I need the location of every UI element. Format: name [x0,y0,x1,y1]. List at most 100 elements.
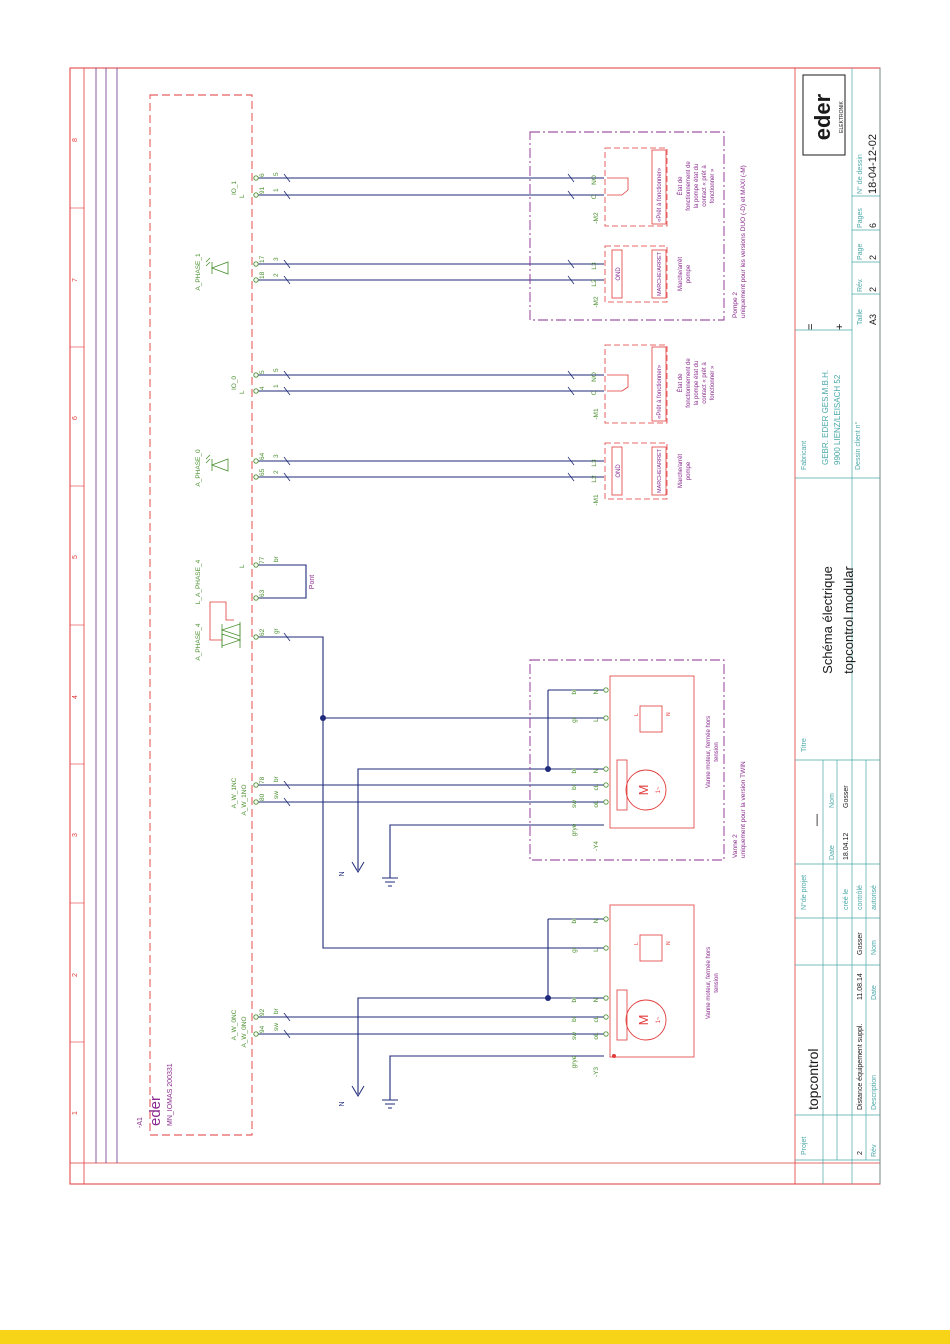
terminal-18: 18 [259,271,266,279]
terminal-6: 6 [259,173,266,177]
terminal-numbers: 91 6 18 17 4 5 65 64 77 63 62 80 78 94 9… [259,173,266,1033]
module-a1-box [149,94,253,1136]
grid-label-1: 1 [72,1111,79,1115]
label-io0: IO_0 [231,376,238,390]
wire-1: 1 [273,188,280,192]
eder-logo-icon [802,74,846,156]
desc-value: Distance équipement suppl. [857,1024,864,1110]
label-lphase4: L_A_PHASE_4 [195,559,202,604]
ground-icon [382,877,398,1109]
wire-bl: bl [571,689,578,695]
m1-ready-label-box [651,346,667,422]
wire-gr: gr [571,716,578,723]
m2-ready-label: «Prêt à fonctionner» [657,167,663,222]
label-L: L [239,390,246,394]
label-L: L [239,564,246,568]
projet-value: topcontrol [805,1049,821,1110]
label-C: C [591,194,598,199]
valve1-terminals [603,916,609,1037]
wire-br: br [273,555,280,562]
etat-line-1: État de [677,373,684,393]
wire-br: br [571,783,578,790]
terminal-63: 63 [259,589,266,597]
terminal-78: 78 [259,776,266,784]
junction-dot [545,995,551,1001]
nprojet-value: — [809,814,823,826]
label-N: N [593,997,600,1002]
wire-bl: bl [571,997,578,1003]
controle-label: contrôlé [857,885,864,910]
label-C: C [591,390,598,395]
label-L2: L2 [591,475,598,483]
date-label: Date [829,845,836,860]
label-cL: cL [593,1015,600,1022]
relay-N: N [666,941,672,945]
m2-marche: MARCHE/ARRET [657,251,663,296]
label-L: L [593,948,600,952]
etat-line-5: fonctionner » [710,365,716,400]
neutral-label: N [339,871,346,876]
label-L: L [593,718,600,722]
m1-contact [607,374,629,392]
m1-ready-box [604,344,668,424]
wire-3: 3 [273,454,280,458]
neutral-label: N [339,1101,346,1106]
junction-dot [320,715,326,721]
m1-ond-box [611,446,623,496]
valve2-title: Vanne 2 [732,834,739,858]
wire-sw: sw [571,1032,578,1040]
title-block-values: topcontrol — Schéma électrique topcontro… [805,134,879,1155]
valve1-motor-note-2: tension [714,973,720,992]
plus-symbol: + [834,324,846,330]
terminal-80: 80 [259,793,266,801]
grid-label-5: 5 [72,555,79,559]
label-phase1: A_PHASE_1 [195,253,202,291]
m2-contact [607,177,629,196]
m2-contact-labels: NO C -M2 [591,175,600,223]
etat-line-4: contact « prêt à [702,362,708,404]
label-L3: L3 [591,459,598,467]
wire-bl: bl [571,768,578,774]
cree-nom: Gosser [843,785,850,808]
label-w1nc: A_W_1NC [231,777,238,808]
triac-icon [220,622,242,648]
m2-marche-box [651,249,667,299]
label-oL: oL [593,800,600,808]
motor-M: M [636,1015,651,1026]
label-w0no: A_W_0NO [241,1016,248,1047]
valve1-actuator-box [609,904,695,1058]
valve1-switch-box [616,989,628,1041]
m1-ref: -M1 [593,494,600,506]
valve2-switch-box [616,759,628,811]
terminal-92: 92 [259,1008,266,1016]
titre-line-2: topcontrol modular [841,565,856,673]
motor-sub: 1~ [656,786,662,793]
valve2-motor-note-2: tension [714,742,720,761]
terminal-62: 62 [259,628,266,636]
nom-label: Nom [871,940,878,955]
valve2-terminal-labels: N L N cL oL -Y4 bl gr bl br sw grye [571,689,600,851]
fabricant-line-1: GEBR. EDER GES.M.B.H. [821,370,830,465]
nom-label: Nom [829,793,836,808]
valve2-relay-coil [639,705,663,733]
nom-value: Gosser [857,932,864,955]
page-label: Page [857,244,864,260]
wire-2: 2 [273,470,280,474]
wire-sw: sw [273,1023,280,1031]
rev2-value: 2 [868,287,878,292]
grid-label-7: 7 [72,278,79,282]
m1-control-labels: L3 L2 -M1 [591,459,600,506]
etat-line-2: fonctionnement de [686,358,692,408]
titre-line-1: Schéma électrique [820,566,835,674]
valve1-motor-note-1: Vanne moteur, fermée hors [706,947,712,1019]
valve1-motor-icon [625,999,667,1041]
bottom-accent-bar [0,1330,950,1344]
terminal-94: 94 [259,1025,266,1033]
motor-sub: 1~ [656,1016,662,1023]
wire-sw: sw [571,800,578,808]
logo-text: eder [810,93,835,140]
etat-line-2: fonctionnement de [686,161,692,211]
terminal-17: 17 [259,255,266,263]
wire-3: 3 [273,257,280,261]
